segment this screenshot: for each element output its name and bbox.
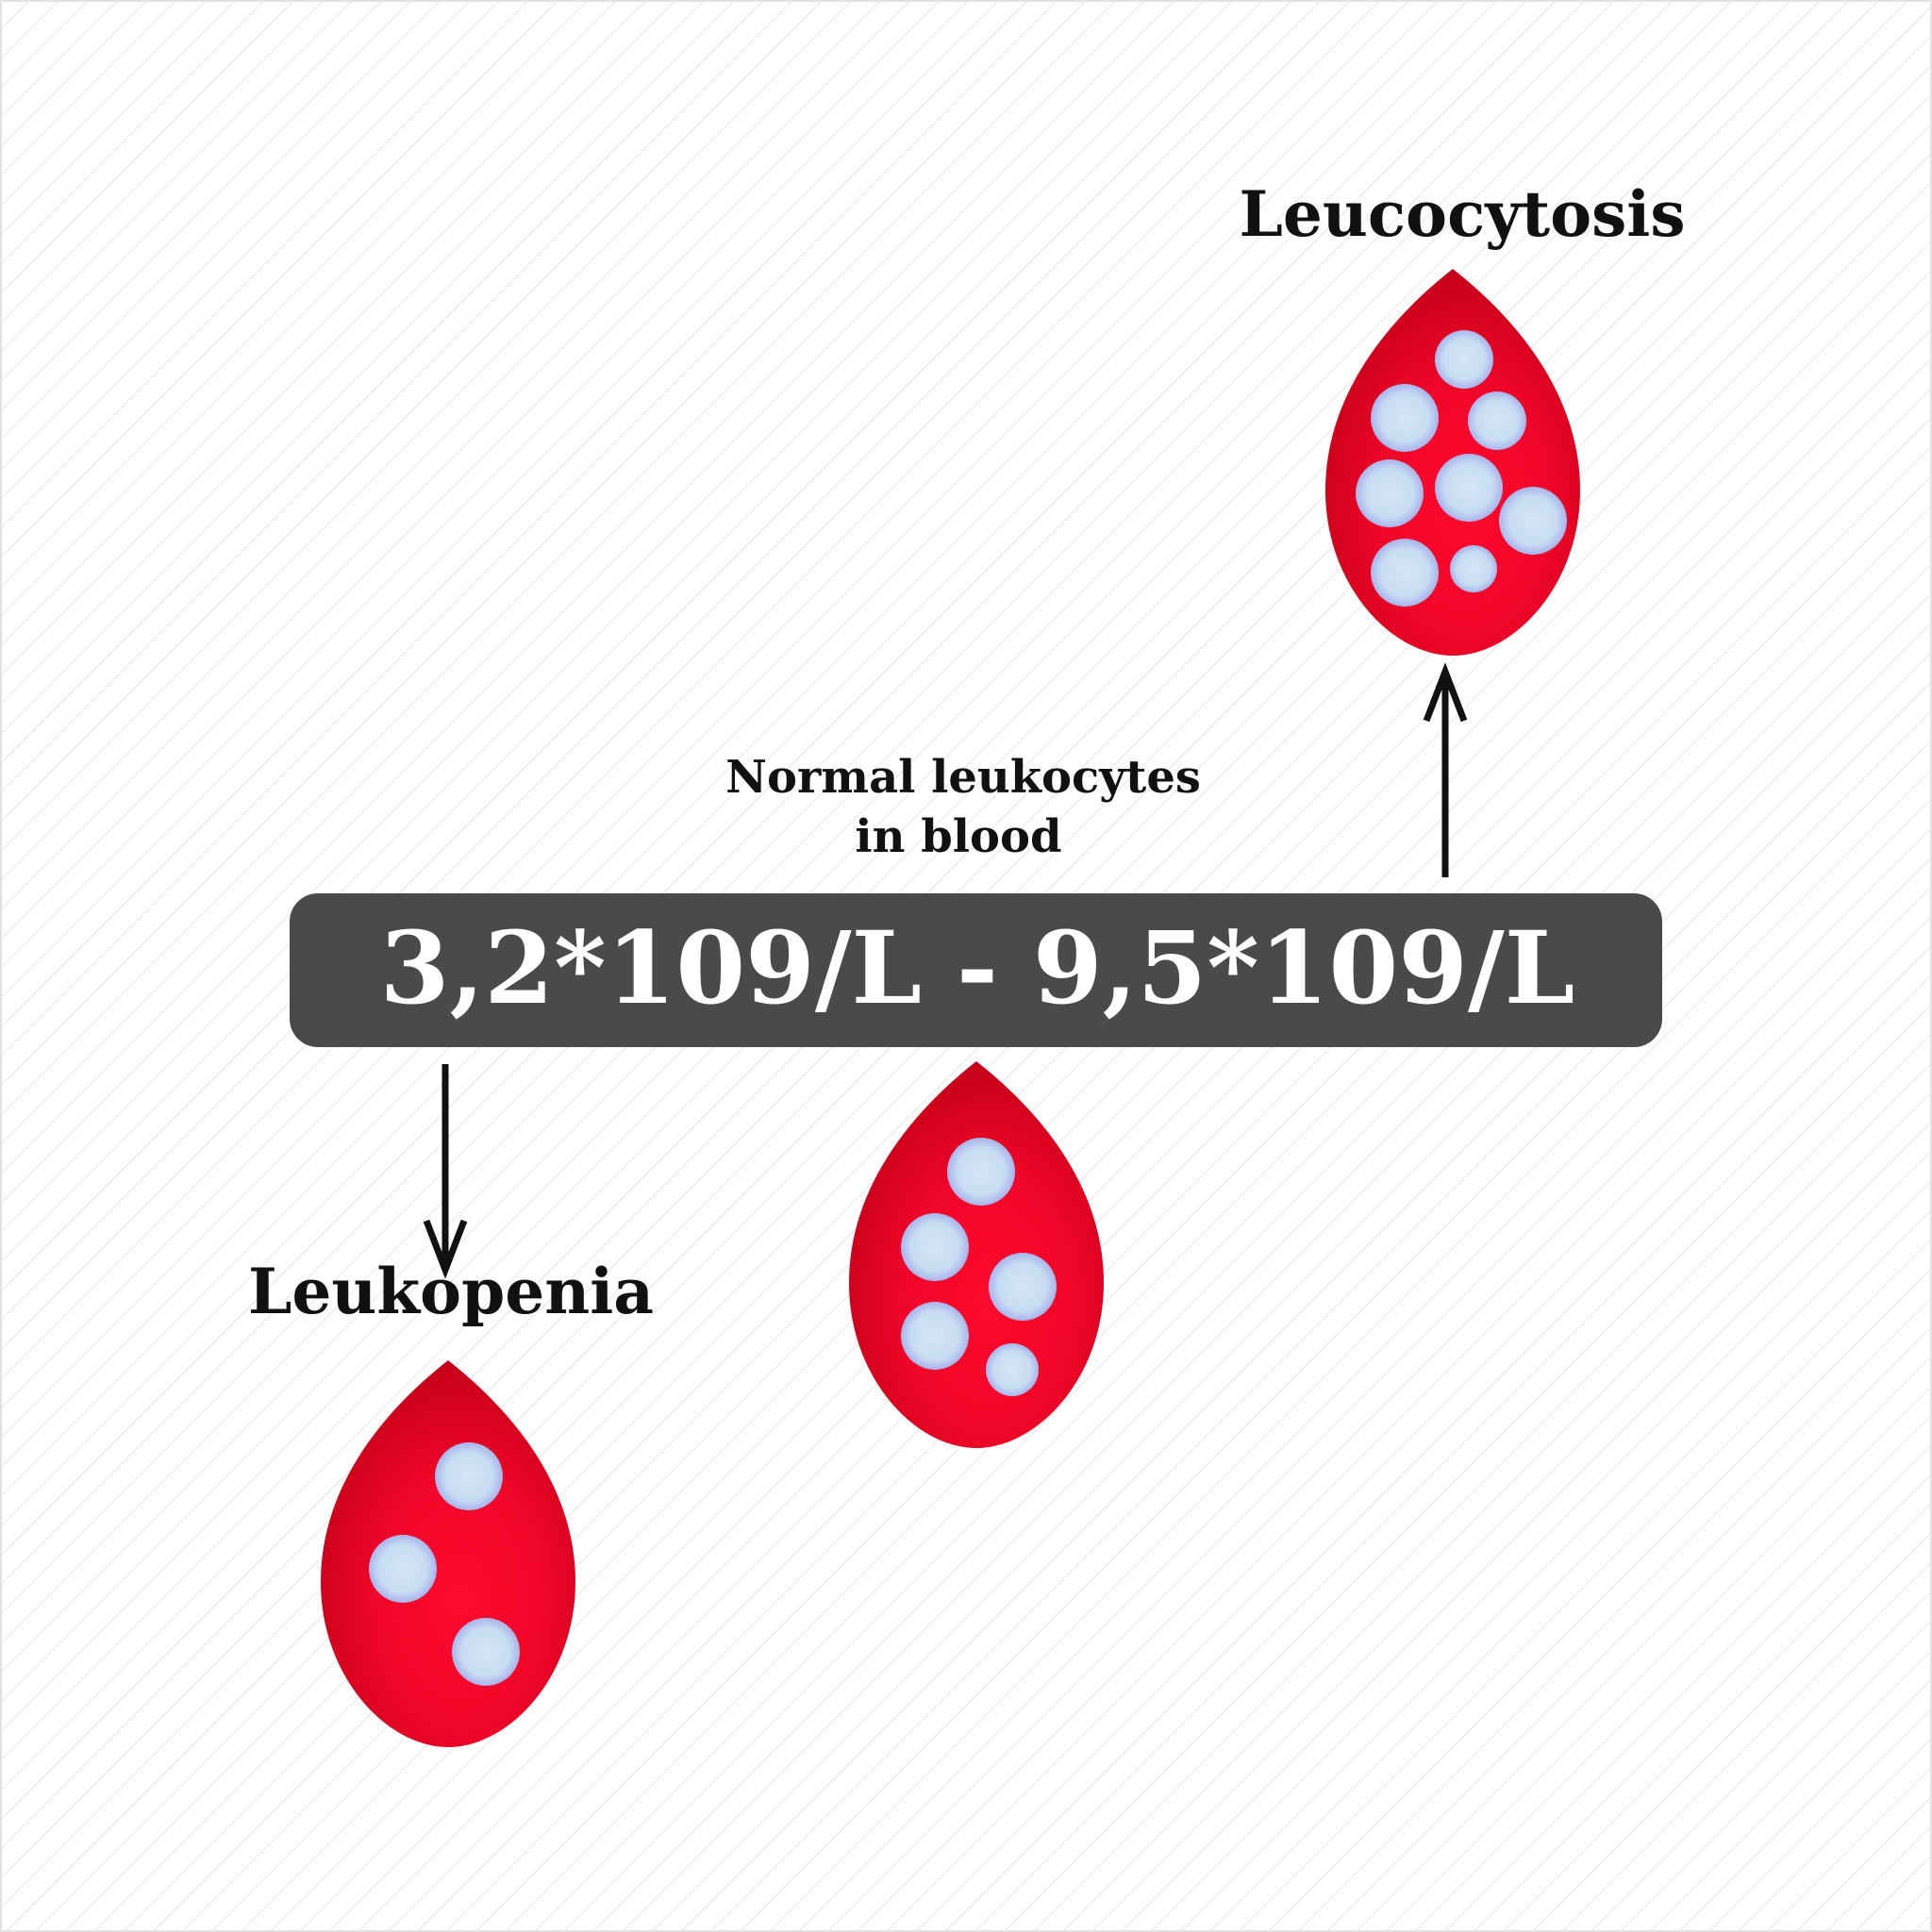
up-arrow-icon xyxy=(1423,662,1468,877)
leukopenia-drop xyxy=(321,1360,575,1747)
white-blood-cell xyxy=(435,1442,503,1510)
normal-range-bar: 3,2*109/L - 9,5*109/L xyxy=(290,893,1662,1047)
range-bar-background xyxy=(290,893,1662,1047)
white-blood-cell xyxy=(1371,384,1439,452)
white-blood-cell xyxy=(989,1253,1057,1321)
white-blood-cell xyxy=(1435,454,1503,522)
leukopenia-label: Leukopenia xyxy=(248,1255,654,1328)
white-blood-cell xyxy=(452,1618,520,1686)
white-blood-cell xyxy=(986,1343,1039,1396)
down-arrow-icon xyxy=(423,1064,468,1279)
white-blood-cell xyxy=(901,1302,969,1370)
white-blood-cell xyxy=(1468,391,1526,450)
normal-label-line2: in blood xyxy=(855,810,1061,863)
leucocytosis-drop xyxy=(1325,269,1580,656)
white-blood-cell xyxy=(1499,487,1567,555)
normal-drop xyxy=(849,1061,1104,1448)
white-blood-cell xyxy=(1371,539,1439,607)
white-blood-cell xyxy=(1435,330,1493,389)
white-blood-cell xyxy=(369,1535,437,1603)
range-text: 3,2*109/L - 9,5*109/L xyxy=(380,908,1575,1026)
normal-label-line1: Normal leukocytes xyxy=(725,751,1201,804)
white-blood-cell xyxy=(947,1138,1015,1206)
white-blood-cell xyxy=(1356,459,1424,527)
leucocytosis-label: Leucocytosis xyxy=(1239,177,1685,251)
white-blood-cell xyxy=(1450,545,1497,592)
white-blood-cell xyxy=(901,1213,969,1281)
